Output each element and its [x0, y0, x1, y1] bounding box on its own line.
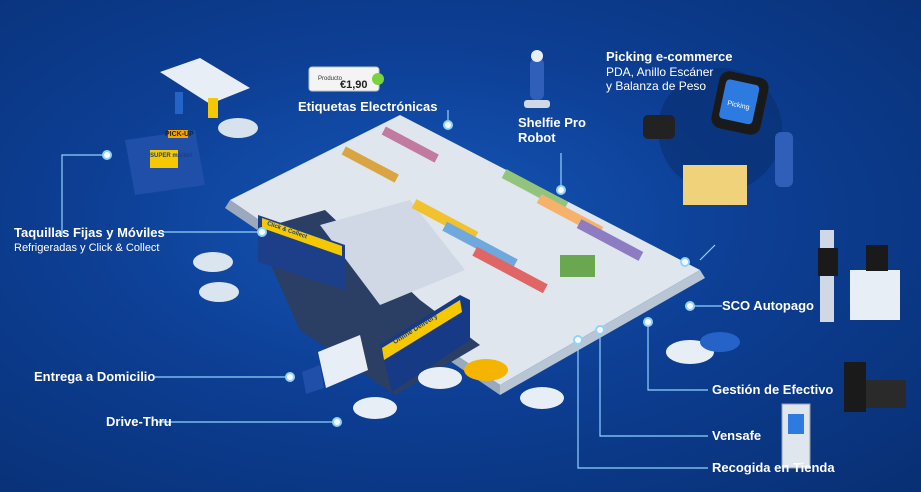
price-tag-product: Producto — [318, 76, 343, 82]
callout-lines — [61, 110, 722, 469]
kiosk-icon — [818, 230, 900, 322]
label-recogida: Recogida en Tienda — [712, 460, 835, 475]
picking-zone — [643, 68, 793, 205]
gas-station-icon — [160, 58, 258, 138]
robot-icon — [524, 50, 550, 108]
vending-icon — [781, 403, 811, 469]
store-shelves — [341, 126, 644, 294]
ring-scanner-icon — [643, 115, 675, 139]
label-sco: SCO Autopago — [722, 298, 814, 313]
click-collect-building — [258, 215, 345, 290]
label-robot-line1: Shelfie Pro — [518, 115, 586, 130]
label-vensafe: Vensafe — [712, 428, 762, 443]
car-icon — [193, 252, 740, 419]
callout-dots — [102, 120, 695, 427]
picker-person-icon — [775, 132, 793, 187]
label-entrega: Entrega a Domicilio — [34, 369, 156, 384]
supermarket-sign: SUPER market — [150, 153, 193, 159]
pickup-sign: PICK-UP — [165, 131, 194, 138]
label-gestion: Gestión de Efectivo — [712, 382, 834, 397]
label-taquillas-title: Taquillas Fijas y Móviles — [14, 225, 165, 240]
online-delivery-building — [380, 295, 470, 392]
pickup-trailer-icon — [125, 130, 205, 195]
label-picking-sub1: PDA, Anillo Escáner — [606, 65, 714, 79]
label-etiquetas: Etiquetas Electrónicas — [298, 99, 438, 114]
label-picking-sub2: y Balanza de Peso — [606, 79, 707, 93]
produce-stand — [560, 255, 595, 277]
truck-icon — [302, 335, 368, 394]
label-picking-title: Picking e-commerce — [606, 49, 733, 64]
picking-cart-icon — [683, 165, 747, 205]
label-taquillas-sub: Refrigeradas y Click & Collect — [14, 242, 160, 254]
label-robot-line2: Robot — [518, 130, 556, 145]
cash-machine-icon — [844, 362, 906, 412]
label-drive-thru: Drive-Thru — [106, 414, 172, 429]
price-tag-icon: Producto €1,90 — [308, 66, 384, 92]
price-tag-price: €1,90 — [340, 79, 368, 91]
